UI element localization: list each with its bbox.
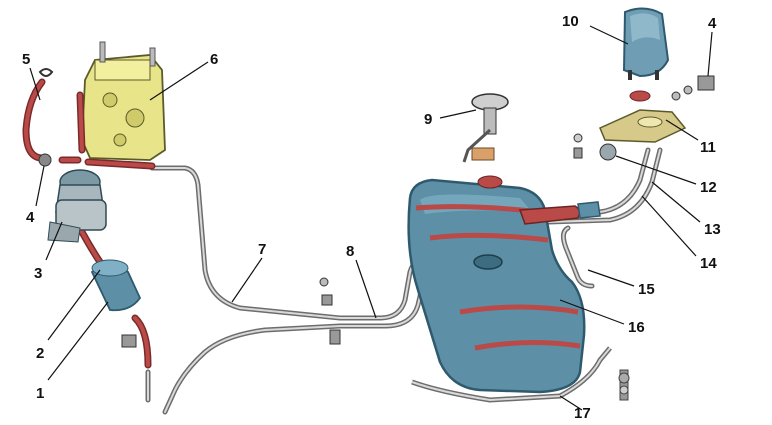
callout-13: 13: [704, 221, 721, 238]
callout-14: 14: [700, 255, 717, 272]
callout-10: 10: [562, 13, 579, 30]
callout-5: 5: [22, 51, 30, 68]
fuel-pump: [47, 169, 107, 243]
callout-4-right: 4: [708, 15, 717, 32]
fuel-level-sender: [462, 93, 509, 189]
fuel-filter: [90, 259, 142, 312]
callout-2: 2: [36, 345, 44, 362]
callout-4-left: 4: [26, 209, 35, 226]
carburetor: [81, 41, 166, 161]
tank-strap: [411, 346, 630, 403]
callout-labels: 1 2 3 4 4 5 6 7 8 9 10 11 12 13 14 15 16…: [22, 13, 721, 422]
callout-17: 17: [574, 405, 591, 422]
callout-11: 11: [700, 139, 716, 156]
callout-16: 16: [628, 319, 645, 336]
fuel-tank: [407, 178, 601, 394]
callout-9: 9: [424, 111, 432, 128]
callout-7: 7: [258, 241, 266, 258]
callout-3: 3: [34, 265, 42, 282]
fuel-lines: [145, 147, 663, 415]
callout-8: 8: [346, 243, 354, 260]
callout-12: 12: [700, 179, 717, 196]
mounting-bracket: [573, 75, 715, 161]
callout-6: 6: [210, 51, 218, 68]
rubber-hoses: [22, 78, 156, 369]
callout-1: 1: [36, 385, 44, 402]
clamps: [38, 68, 341, 348]
callout-15: 15: [638, 281, 655, 298]
leader-lines: [29, 25, 713, 411]
filler-cover: [622, 7, 670, 80]
